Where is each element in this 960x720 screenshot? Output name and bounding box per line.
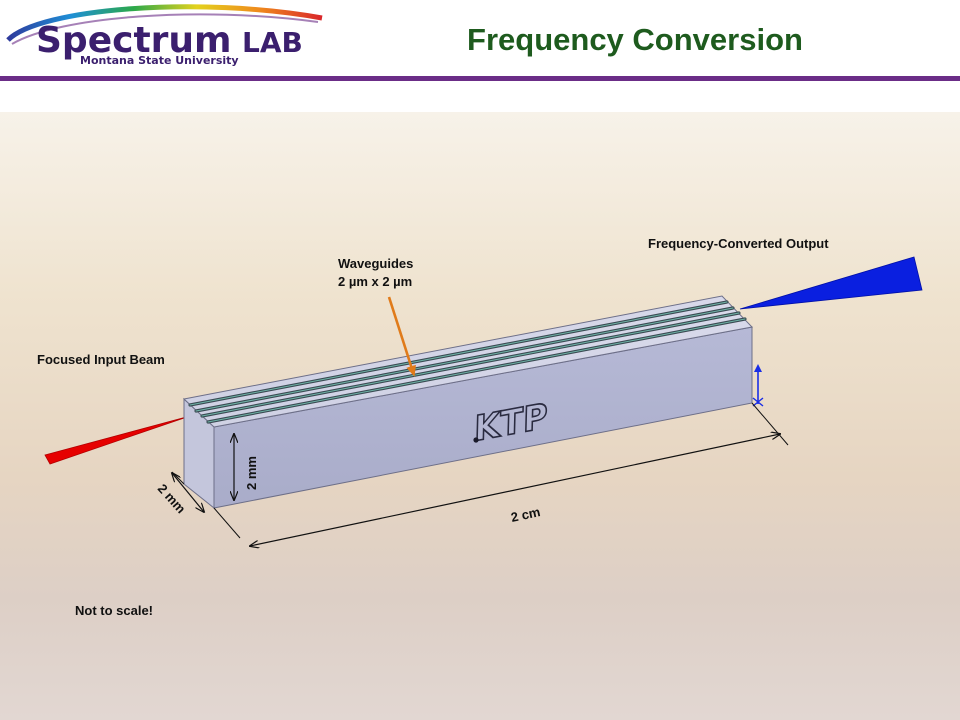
length-extension-right bbox=[751, 402, 789, 446]
waveguide-channels bbox=[188, 300, 747, 424]
length-extension-left bbox=[213, 507, 241, 539]
logo-lab: LAB bbox=[242, 26, 303, 59]
length-dimension-label: 2 cm bbox=[510, 504, 542, 525]
waveguides-label: Waveguides bbox=[338, 256, 414, 271]
width-dimension-line bbox=[172, 473, 204, 512]
waveguides-size-label: 2 µm x 2 µm bbox=[338, 274, 413, 289]
width-extension-line bbox=[171, 471, 185, 485]
axis-marker-cross bbox=[752, 397, 764, 407]
crystal-label-dot bbox=[473, 437, 479, 443]
length-dimension-line bbox=[250, 434, 780, 546]
crystal-top-face bbox=[182, 295, 754, 428]
height-dimension-label: 2 mm bbox=[244, 456, 259, 490]
waveguide-pointer-arrow bbox=[387, 296, 416, 377]
page-title: Frequency Conversion bbox=[467, 22, 803, 57]
input-beam bbox=[44, 415, 191, 465]
output-beam bbox=[739, 256, 923, 310]
spectrum-lab-logo: Spectrum LAB Montana State University bbox=[6, 4, 323, 67]
scale-note: Not to scale! bbox=[75, 603, 154, 618]
output-label: Frequency-Converted Output bbox=[648, 236, 829, 251]
header: Spectrum LAB Montana State University Fr… bbox=[0, 0, 960, 81]
input-label: Focused Input Beam bbox=[37, 352, 165, 367]
logo-wordmark: Spectrum bbox=[36, 20, 232, 61]
header-divider bbox=[0, 76, 960, 81]
logo-subtitle: Montana State University bbox=[80, 54, 239, 67]
